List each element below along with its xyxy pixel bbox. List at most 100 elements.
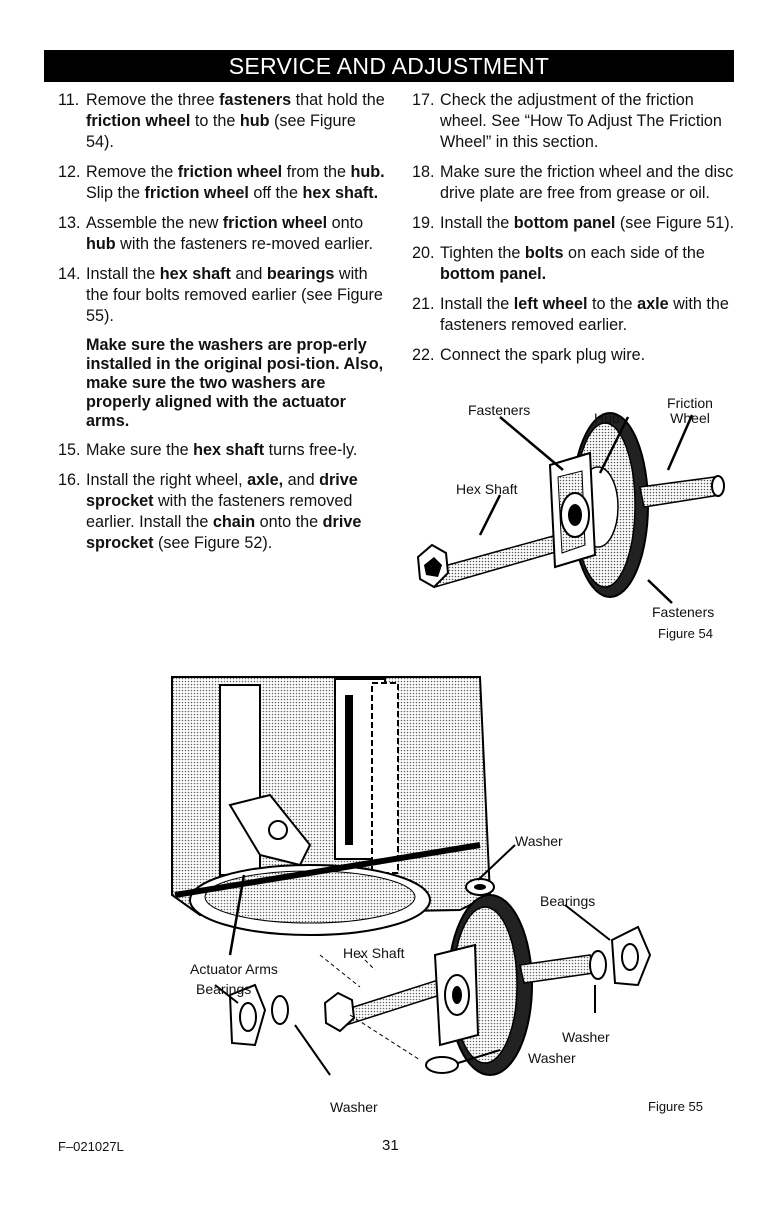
fig55-label-bearings-right: Bearings: [540, 893, 596, 909]
step-keyword: hex shaft: [193, 441, 265, 459]
step-text: Check the adjustment of the friction whe…: [440, 91, 722, 151]
step-keyword: bottom panel: [513, 214, 616, 232]
step-14: 14. Install the hex shaft and bearings wi…: [58, 264, 388, 327]
step-15: 15. Make sure the hex shaft turns free-ly…: [58, 440, 388, 461]
step-13: 13.Assemble the new friction wheel onto …: [58, 213, 388, 255]
left-steps-list: 11. Remove the three fasteners that hold …: [58, 90, 388, 554]
fig55-label-washer-bottom: Washer: [330, 1099, 378, 1115]
step-number: 21.: [412, 295, 435, 313]
step-text: Remove the: [86, 163, 178, 181]
step-keyword: hex shaft.: [302, 184, 379, 202]
step-17: 17. Check the adjustment of the friction …: [412, 90, 742, 153]
washer-note: Make sure the washers are prop-erly inst…: [86, 336, 384, 430]
step-keyword: friction wheel: [222, 214, 328, 232]
fig54-label-fasteners-top: Fasteners: [468, 402, 531, 418]
step-keyword: drive sprocket: [86, 471, 358, 510]
step-text: (see Figure 52).: [153, 534, 273, 552]
step-keyword: friction wheel: [144, 184, 249, 202]
fig54-label-friction: Friction: [667, 395, 713, 411]
step-text: Install the: [86, 265, 160, 283]
step-keyword: bearings: [266, 265, 335, 283]
left-column: 11. Remove the three fasteners that hold …: [58, 90, 388, 563]
fig55-label-washer-bottom-mid: Washer: [528, 1050, 576, 1066]
step-text: Make sure the friction wheel and the dis…: [440, 163, 734, 202]
step-number: 20.: [412, 244, 435, 262]
step-text: and: [283, 471, 320, 489]
step-12: 12. Remove the friction wheel from the hu…: [58, 162, 388, 204]
page-number: 31: [382, 1137, 399, 1154]
step-20: 20. Tighten the bolts on each side of the…: [412, 243, 742, 285]
fig55-label-actuator-arms: Actuator Arms: [190, 961, 278, 977]
step-keyword: fasteners: [219, 91, 292, 109]
step-text: from the: [282, 163, 351, 181]
document-code: F–021027L: [58, 1139, 124, 1154]
step-keyword: chain: [212, 513, 256, 531]
figure-54-caption: Figure 54: [658, 626, 713, 641]
step-text: (see Figure 54).: [86, 112, 356, 151]
step-keyword: axle: [637, 295, 669, 313]
step-number: 13.: [58, 214, 81, 232]
right-column: 17. Check the adjustment of the friction …: [412, 90, 742, 375]
step-text: Install the: [440, 295, 514, 313]
fig54-label-wheel: Wheel: [670, 410, 710, 426]
step-number: 14.: [58, 265, 81, 283]
step-keyword: left wheel: [513, 295, 588, 313]
step-text: Connect the spark plug wire.: [440, 346, 646, 364]
step-text: Install the right wheel,: [86, 471, 248, 489]
fig54-label-fasteners-bottom: Fasteners: [652, 604, 715, 620]
step-text: and: [230, 265, 267, 283]
step-text: that hold the: [291, 91, 385, 109]
step-text: with the fasteners removed earlier. Inst…: [86, 492, 353, 531]
step-text: onto the: [255, 513, 323, 531]
step-text: Make sure the: [86, 441, 194, 459]
step-keyword: hub: [239, 112, 270, 130]
step-18: 18. Make sure the friction wheel and the …: [412, 162, 742, 204]
step-19: 19.Install the bottom panel (see Figure …: [412, 213, 742, 234]
step-keyword: hub: [86, 235, 116, 253]
fig55-label-bearings-left: Bearings: [196, 981, 252, 997]
figure-55-illustration: [171, 676, 652, 1076]
fig54-label-hub: Hub: [594, 410, 620, 426]
step-number: 16.: [58, 471, 81, 489]
step-text: off the: [248, 184, 303, 202]
figure-54-illustration: [416, 412, 725, 604]
step-keyword: friction wheel: [177, 163, 283, 181]
step-text: with the fasteners re-moved earlier.: [115, 235, 373, 253]
step-keyword: hub.: [350, 163, 385, 181]
step-text: Assemble the new: [86, 214, 223, 232]
step-text: Slip the: [86, 184, 145, 202]
step-text: Tighten the: [440, 244, 525, 262]
step-number: 19.: [412, 214, 435, 232]
step-text: to the: [190, 112, 240, 130]
step-text: on each side of the: [563, 244, 705, 262]
step-text: turns free-ly.: [264, 441, 358, 459]
step-21: 21. Install the left wheel to the axle wi…: [412, 294, 742, 336]
right-steps-list: 17. Check the adjustment of the friction …: [412, 90, 742, 366]
step-text: Remove the three: [86, 91, 220, 109]
step-text: with the fasteners removed earlier.: [440, 295, 729, 334]
step-22: 22. Connect the spark plug wire.: [412, 345, 742, 366]
step-number: 17.: [412, 91, 435, 109]
step-keyword: bottom panel.: [440, 265, 547, 283]
step-text: with the four bolts removed earlier (see…: [86, 265, 383, 325]
step-16: 16. Install the right wheel, axle, and dr…: [58, 470, 388, 554]
fig55-label-washer-right: Washer: [562, 1029, 610, 1045]
step-number: 12.: [58, 163, 81, 181]
step-text: (see Figure 51).: [615, 214, 735, 232]
step-keyword: hex shaft: [159, 265, 231, 283]
figure-55-caption: Figure 55: [648, 1099, 703, 1114]
section-header: SERVICE AND ADJUSTMENT: [44, 50, 734, 82]
step-text: to the: [587, 295, 638, 313]
step-number: 15.: [58, 441, 81, 459]
fig55-label-washer-top: Washer: [515, 833, 563, 849]
step-number: 22.: [412, 346, 435, 364]
step-keyword: bolts: [524, 244, 564, 262]
step-number: 11.: [58, 91, 80, 109]
step-11: 11. Remove the three fasteners that hold …: [58, 90, 388, 153]
fig54-label-hex-shaft: Hex Shaft: [456, 481, 518, 497]
step-keyword: axle,: [247, 471, 284, 489]
step-text: onto: [327, 214, 364, 232]
step-keyword: friction wheel: [86, 112, 191, 130]
fig55-label-hex-shaft: Hex Shaft: [343, 945, 405, 961]
step-number: 18.: [412, 163, 435, 181]
